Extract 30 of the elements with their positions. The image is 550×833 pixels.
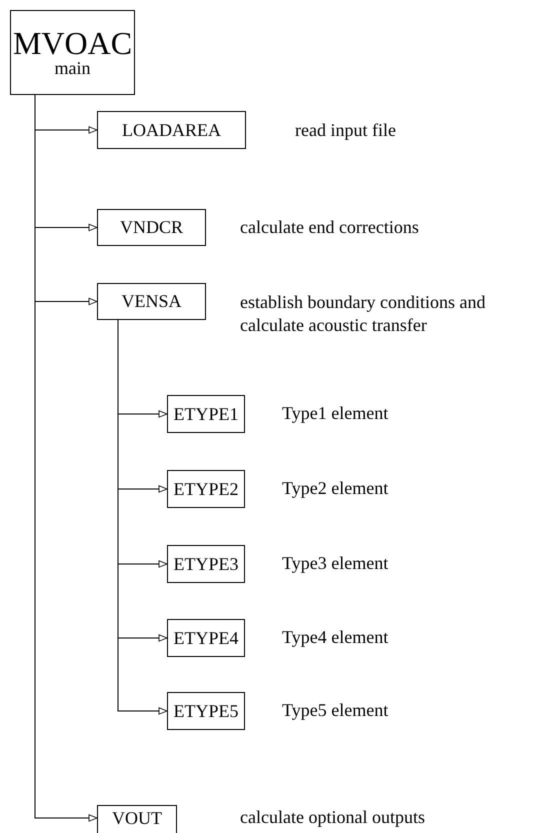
subroutine-box bbox=[97, 805, 177, 833]
routine-name: ETYPE4 bbox=[174, 628, 238, 648]
routine-description: Type2 element bbox=[282, 477, 390, 500]
subroutine-box bbox=[167, 692, 245, 730]
routine-name: ETYPE2 bbox=[174, 478, 238, 500]
subroutine-box bbox=[167, 470, 245, 508]
subroutine-box bbox=[97, 111, 246, 149]
routine-description: Type1 element bbox=[282, 402, 390, 425]
subroutine-box bbox=[167, 395, 245, 433]
subroutine-box bbox=[97, 283, 206, 320]
routine-name: ETYPE5 bbox=[174, 700, 238, 722]
routine-description: Type3 element bbox=[282, 552, 390, 575]
routine-description: calculate end corrections bbox=[240, 216, 420, 239]
routine-name: VOUT bbox=[112, 808, 162, 829]
routine-description: Type4 element bbox=[282, 626, 390, 649]
routine-name: VNDCR bbox=[120, 217, 183, 238]
subroutine-box bbox=[167, 545, 245, 583]
routine-description: calculate optional outputs bbox=[240, 806, 426, 829]
routine-description: read input file bbox=[295, 119, 397, 142]
routine-name: MVOAC bbox=[12, 26, 132, 59]
routine-name: VENSA bbox=[121, 291, 182, 312]
routine-name: ETYPE1 bbox=[174, 404, 238, 424]
routine-description: establish boundary conditions and calculate acoustic transfer bbox=[240, 291, 486, 337]
main-program-box bbox=[10, 10, 135, 95]
subroutine-box bbox=[97, 209, 206, 246]
routine-role: main bbox=[54, 58, 90, 78]
routine-name: ETYPE3 bbox=[174, 554, 238, 574]
routine-description: Type5 element bbox=[282, 699, 390, 722]
routine-name: LOADAREA bbox=[122, 120, 221, 140]
subroutine-box bbox=[167, 619, 245, 657]
